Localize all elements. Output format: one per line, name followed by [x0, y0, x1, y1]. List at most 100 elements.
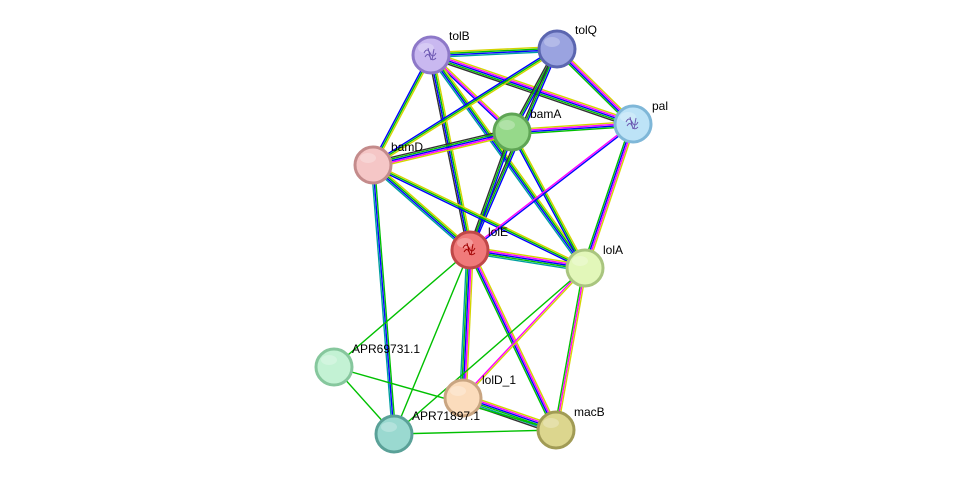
node-label: bamA [530, 107, 561, 121]
edge-APR71897.1-macB[interactable] [393, 429, 557, 435]
edge-bamD-lolE[interactable] [370, 162, 473, 253]
node-pal[interactable]: pal [613, 99, 668, 144]
edge-evidence-line [431, 50, 558, 59]
node-circle[interactable] [314, 347, 354, 387]
node-bamA[interactable]: bamA [492, 107, 561, 152]
edge-evidence-line [463, 250, 473, 399]
edge-evidence-line [372, 164, 586, 269]
node-circle[interactable] [565, 248, 605, 288]
edge-lolA-APR71897.1[interactable] [393, 267, 586, 435]
edge-evidence-line [373, 132, 513, 168]
edge-evidence-line [373, 134, 513, 169]
edge-evidence-line [432, 54, 474, 250]
edge-evidence-line [430, 54, 634, 125]
edge-evidence-line [467, 131, 512, 250]
edge-evidence-line [371, 47, 557, 165]
edge-evidence-line [393, 429, 557, 435]
node-highlight [499, 120, 515, 130]
node-highlight [360, 153, 376, 163]
edge-evidence-line [509, 132, 585, 270]
node-circle[interactable] [374, 414, 414, 454]
edge-bamD-lolA[interactable] [371, 162, 587, 271]
edge-evidence-line [553, 267, 585, 430]
node-highlight [457, 238, 473, 248]
edge-evidence-line [461, 266, 585, 398]
nodes-layer: tolB tolQ pal bamA bamD lolE lolA APR69731.1 lol… [314, 23, 668, 454]
edge-evidence-line [372, 54, 432, 166]
edge-evidence-line [372, 131, 513, 166]
node-lolA[interactable]: lolA [565, 243, 623, 288]
node-tolB[interactable]: tolB [411, 29, 470, 75]
edge-bamA-bamD[interactable] [372, 128, 513, 169]
edge-lolA-macB[interactable] [553, 267, 588, 431]
edge-bamA-lolE[interactable] [467, 131, 515, 251]
node-label: lolA [603, 243, 623, 257]
node-lolE[interactable]: lolE [450, 225, 508, 270]
edge-tolQ-bamD[interactable] [371, 47, 559, 167]
edge-evidence-line [371, 165, 585, 271]
node-circle[interactable] [536, 410, 576, 450]
edge-evidence-line [555, 267, 586, 431]
edge-evidence-line [512, 125, 634, 136]
edge-evidence-line [372, 165, 470, 252]
edge-pal-lolE[interactable] [469, 122, 634, 252]
node-tolQ[interactable]: tolQ [537, 23, 597, 69]
node-label: bamD [391, 140, 423, 154]
protein-structure-icon [625, 116, 639, 130]
node-APR71897.1[interactable]: APR71897.1 [374, 409, 480, 454]
edge-evidence-line [431, 52, 634, 124]
edge-evidence-line [462, 249, 471, 399]
edge-pal-lolA[interactable] [582, 123, 636, 269]
edge-evidence-line [333, 249, 471, 368]
edge-evidence-line [469, 122, 633, 250]
node-bamD[interactable]: bamD [353, 140, 423, 185]
edge-evidence-line [465, 250, 474, 399]
node-highlight [418, 43, 434, 53]
edge-evidence-line [463, 268, 587, 400]
edge-evidence-line [393, 267, 586, 435]
edge-evidence-line [467, 250, 555, 432]
edge-lolE-macB[interactable] [467, 248, 559, 432]
node-circle[interactable] [353, 145, 393, 185]
node-macB[interactable]: macB [536, 405, 605, 450]
edge-evidence-line [431, 49, 558, 57]
node-highlight [450, 386, 466, 396]
edge-bamA-lolA[interactable] [509, 130, 588, 270]
edge-evidence-line [586, 124, 636, 269]
edge-evidence-line [372, 164, 395, 435]
edge-evidence-line [372, 48, 558, 166]
node-label: pal [652, 99, 668, 113]
node-circle[interactable] [537, 29, 577, 69]
node-highlight [543, 418, 559, 428]
node-APR69731.1[interactable]: APR69731.1 [314, 342, 420, 387]
edge-tolB-tolQ[interactable] [430, 45, 558, 59]
edge-tolB-bamD[interactable] [370, 53, 434, 167]
edge-evidence-line [585, 124, 635, 269]
edge-evidence-line [469, 131, 513, 251]
edge-evidence-line [470, 124, 634, 252]
edge-bamD-APR71897.1[interactable] [370, 164, 397, 435]
node-circle[interactable] [443, 378, 483, 418]
node-highlight [381, 422, 397, 432]
edge-evidence-line [374, 162, 473, 249]
edge-evidence-line [511, 131, 586, 269]
edge-evidence-line [582, 123, 632, 268]
node-highlight [572, 256, 588, 266]
edge-evidence-line [373, 162, 587, 268]
edge-lolA-lolD_1[interactable] [461, 266, 587, 400]
node-lolD_1[interactable]: lolD_1 [443, 373, 516, 418]
edge-tolB-lolE[interactable] [427, 54, 474, 251]
edge-evidence-line [372, 128, 512, 163]
node-circle[interactable] [492, 112, 532, 152]
node-label: tolQ [575, 23, 597, 37]
node-label: lolE [488, 225, 508, 239]
edge-evidence-line [512, 124, 634, 134]
edge-evidence-line [431, 51, 635, 122]
edge-lolE-APR69731.1[interactable] [333, 249, 471, 368]
edge-evidence-line [511, 122, 633, 132]
edge-evidence-line [430, 45, 557, 54]
edge-lolE-APR71897.1[interactable] [393, 249, 471, 435]
edge-evidence-line [370, 165, 394, 435]
edge-evidence-line [583, 123, 633, 268]
edge-bamA-pal[interactable] [511, 120, 634, 136]
